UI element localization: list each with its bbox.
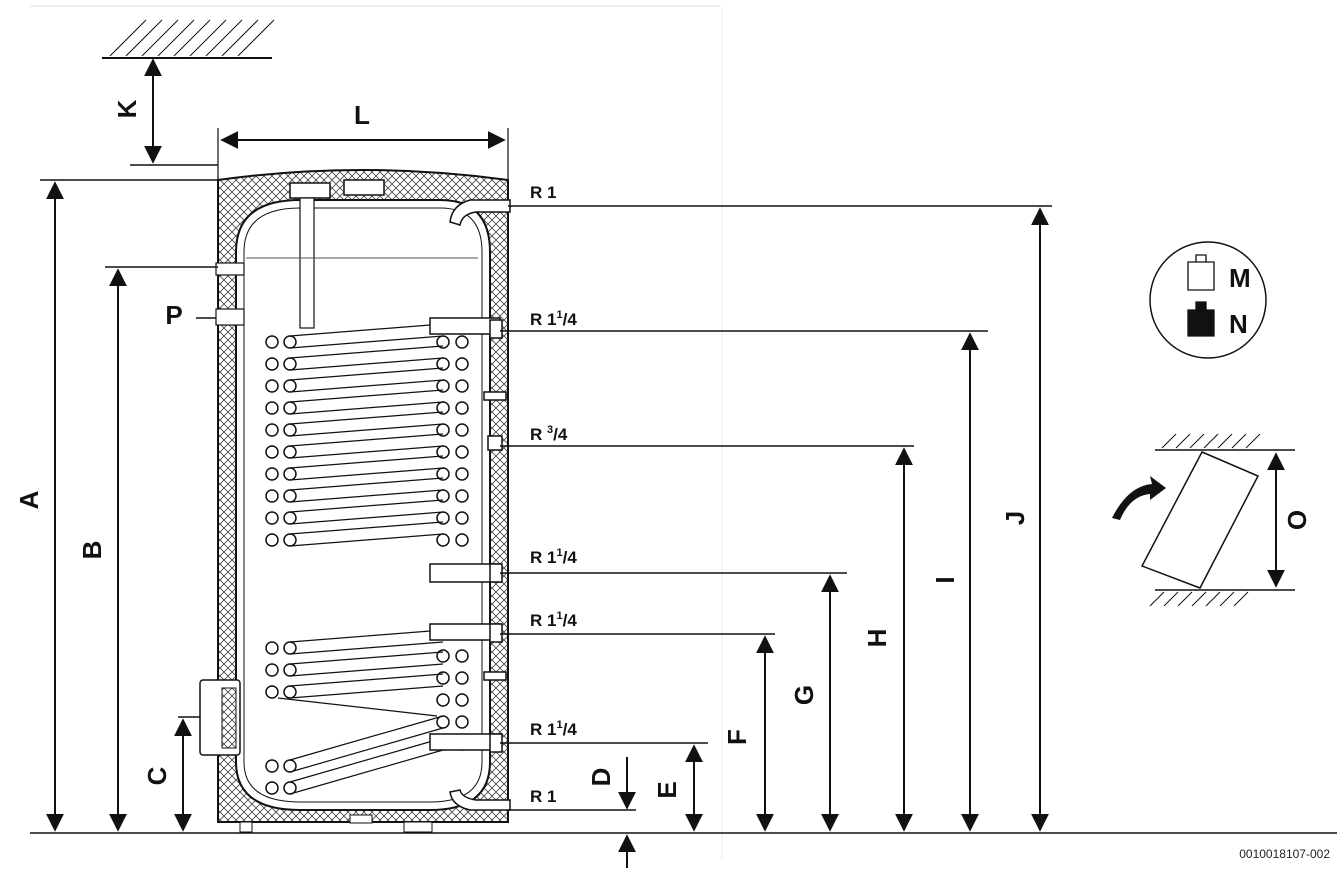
label-K: K — [112, 99, 142, 118]
port-label-lower-coil-flow: R 11/4 — [530, 610, 577, 630]
label-A: A — [14, 490, 44, 509]
label-H: H — [862, 629, 892, 648]
label-I: I — [930, 576, 960, 583]
label-J: J — [1000, 511, 1030, 525]
port-label-top-outlet: R 1 — [530, 183, 556, 202]
dimension-arrows — [46, 58, 1049, 868]
port-label-lower-coil-return: R 11/4 — [530, 719, 577, 739]
legend-label-M: M — [1229, 263, 1251, 293]
empty-weight-icon — [1187, 254, 1215, 291]
label-O: O — [1282, 510, 1312, 530]
label-E: E — [652, 781, 682, 798]
port-label-bottom-inlet: R 1 — [530, 787, 556, 806]
label-P: P — [165, 300, 182, 330]
weight-legend: M N — [1149, 241, 1267, 359]
label-G: G — [789, 685, 819, 705]
label-F: F — [722, 729, 752, 745]
tilt-height-diagram: O — [1112, 433, 1312, 607]
label-C: C — [142, 766, 172, 785]
port-labels: R 1 R 11/4 R 3/4 R 11/4 R 11/4 R 11/4 R … — [530, 183, 577, 806]
full-weight-icon — [1187, 301, 1215, 337]
reference-lines — [40, 164, 1052, 811]
tank — [199, 169, 511, 833]
label-D: D — [586, 768, 616, 787]
ceiling-hatch — [102, 19, 275, 59]
label-L: L — [354, 100, 370, 130]
dimension-labels: A B C K L P D E F G H I J — [14, 99, 1030, 798]
tilt-arrow-icon — [1112, 476, 1166, 520]
label-B: B — [77, 541, 107, 560]
port-label-upper-coil-flow: R 11/4 — [530, 309, 577, 329]
image-id: 0010018107-002 — [1239, 847, 1330, 861]
legend-label-N: N — [1229, 309, 1248, 339]
port-label-upper-coil-return: R 11/4 — [530, 547, 577, 567]
port-label-circulation: R 3/4 — [530, 424, 568, 444]
